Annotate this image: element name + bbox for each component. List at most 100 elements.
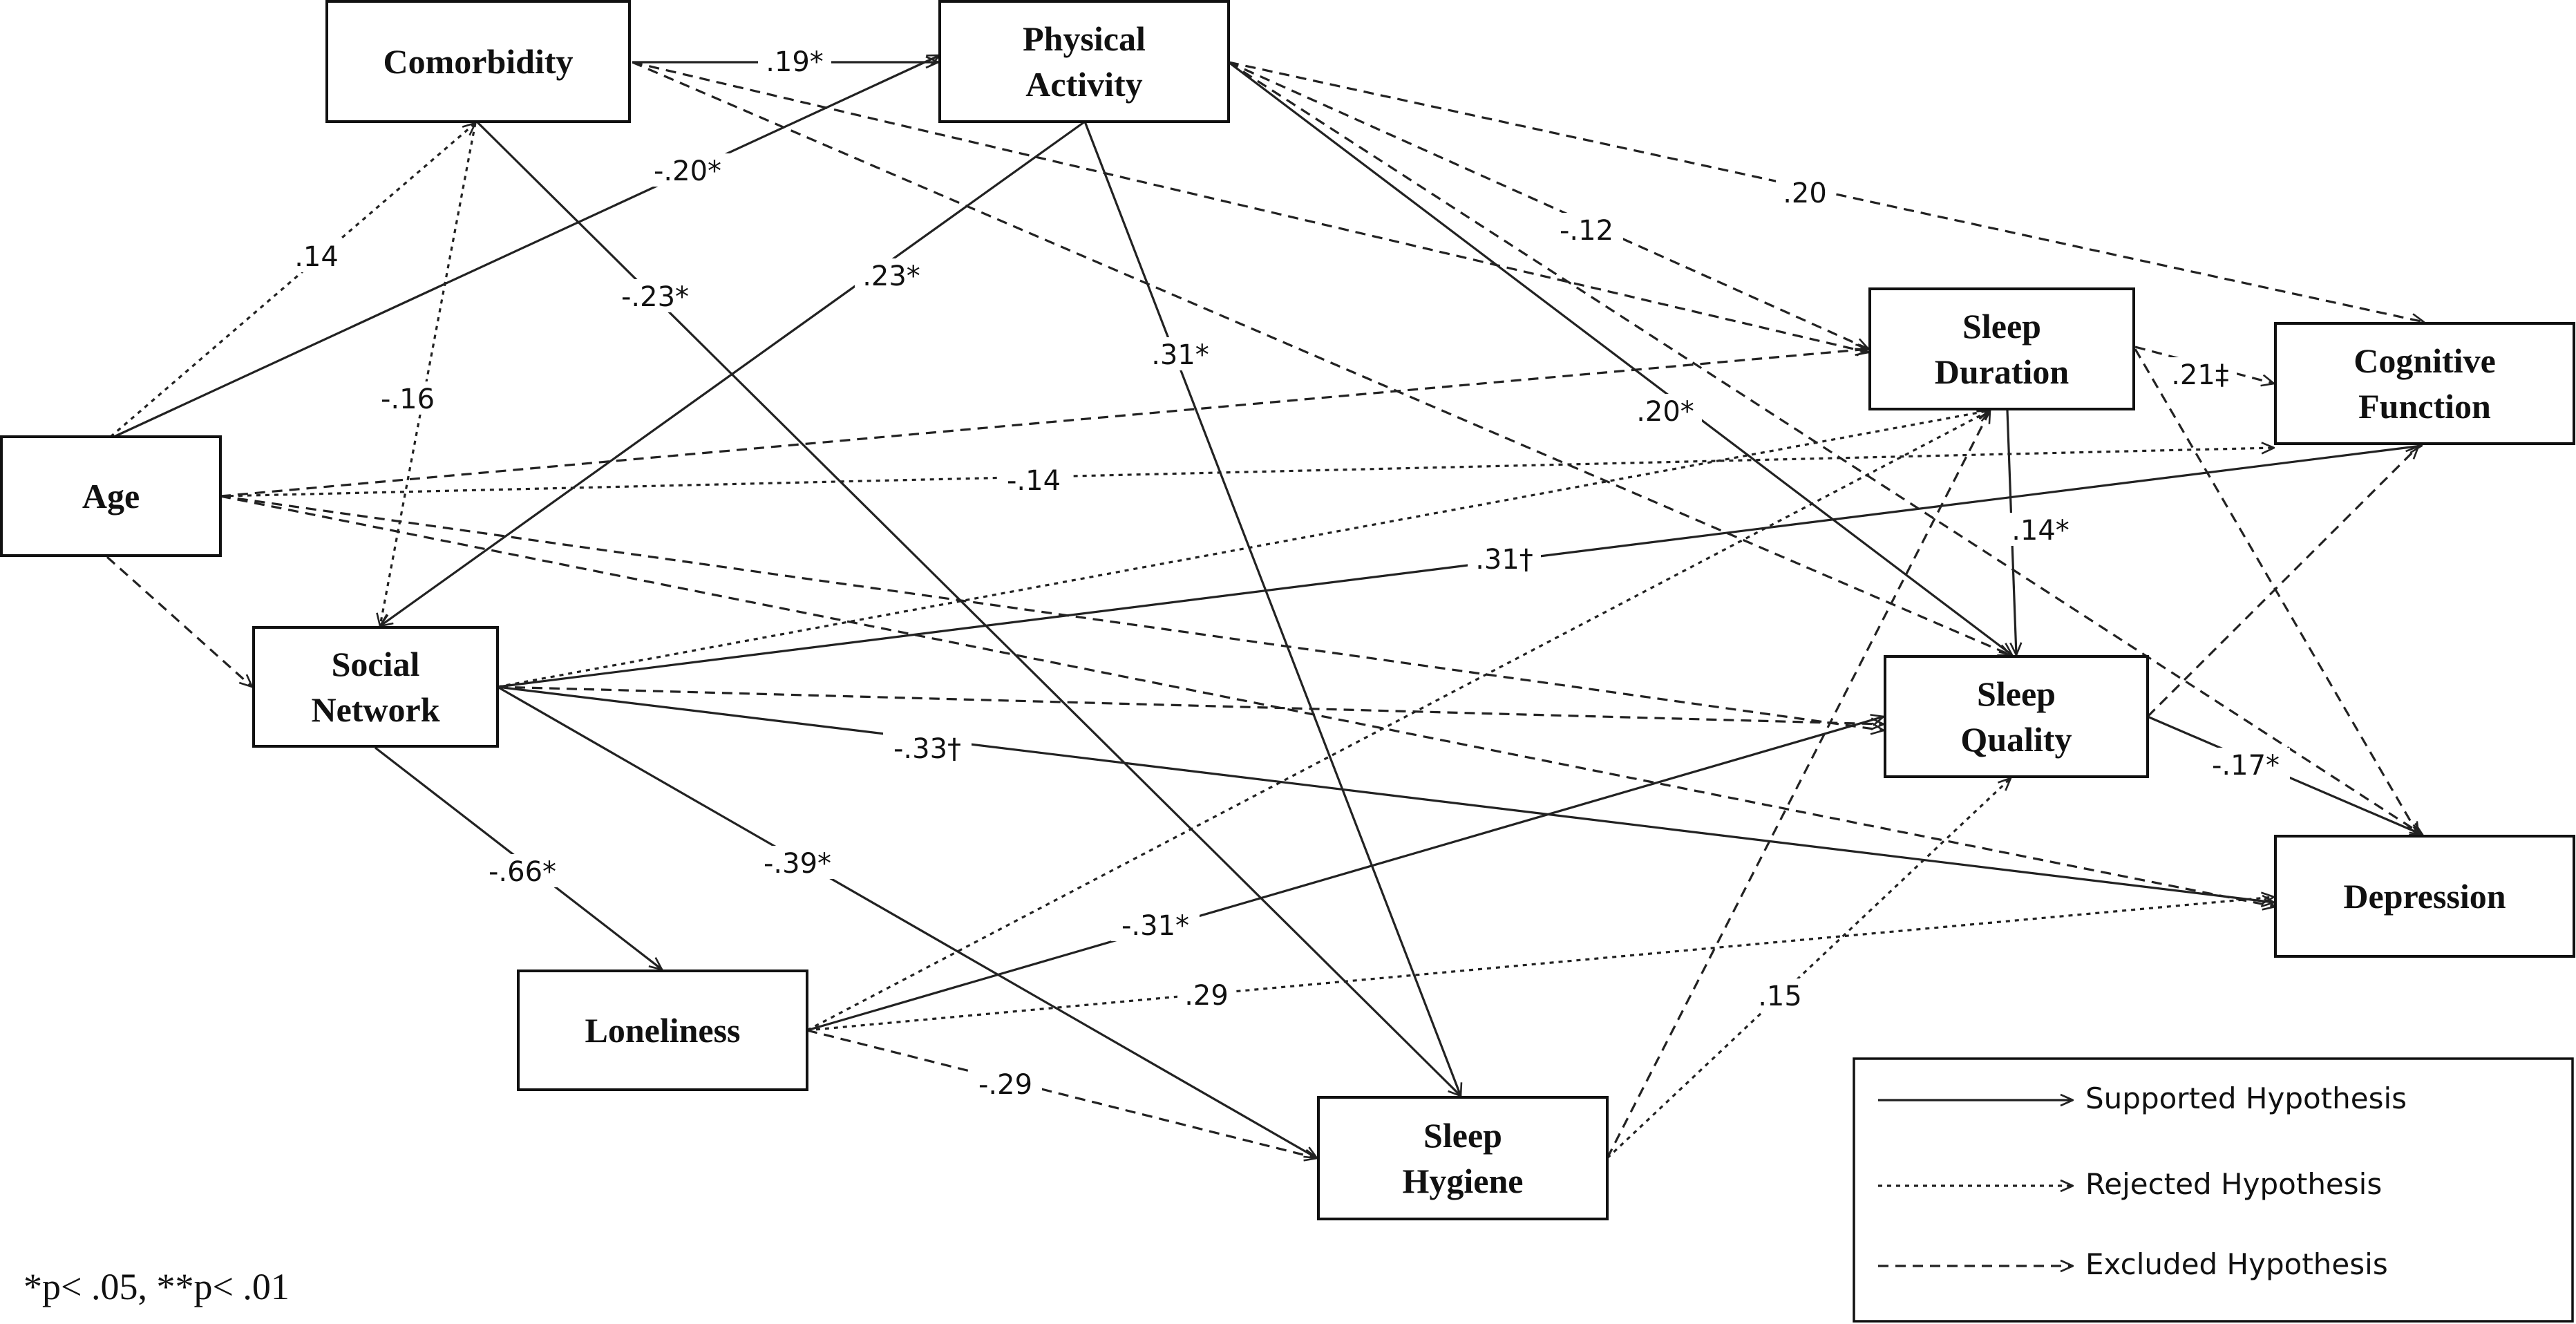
edge-label-bg	[2163, 357, 2237, 390]
node-depression: Depression	[2274, 835, 2575, 958]
edge-sleep-duration-to-depression	[2134, 348, 2418, 835]
edge-label-bg	[883, 731, 972, 764]
edges-layer	[106, 54, 2424, 1160]
legend-label-rejected: Rejected Hypothesis	[2085, 1167, 2382, 1201]
edge-label-social-network-to-sleep-hygiene: -.39*	[764, 848, 831, 880]
edge-label-bg	[1776, 176, 1834, 209]
node-age: Age	[0, 435, 222, 557]
edge-label-comorbidity-to-physical-activity: .19*	[766, 46, 824, 78]
edge-social-network-to-sleep-duration	[497, 410, 1990, 688]
edge-physical-activity-to-sleep-duration	[1228, 61, 1868, 350]
edge-label-sleep-duration-to-cognitive-function: .21‡	[2171, 359, 2229, 391]
edge-label-sleep-hygiene-to-sleep-quality: .15	[1758, 981, 1802, 1012]
edge-age-to-cognitive-function	[220, 448, 2274, 498]
edge-age-to-physical-activity	[113, 54, 940, 438]
edge-label-bg	[1550, 213, 1623, 246]
edge-age-to-sleep-quality	[220, 495, 1884, 730]
node-box-depression	[2274, 835, 2575, 958]
node-box-physical-activity	[938, 0, 1230, 123]
edge-loneliness-to-sleep-duration	[806, 410, 1990, 1032]
node-label-sleep-quality: Quality	[1960, 720, 2072, 759]
edge-age-to-depression	[220, 495, 2275, 907]
edge-label-comorbidity-to-social-network: -.16	[381, 384, 435, 415]
node-label-sleep-hygiene: Hygiene	[1403, 1162, 1524, 1200]
footnote-layer: *p< .05, **p< .01	[23, 1266, 290, 1307]
node-label-social-network: Network	[311, 690, 439, 729]
nodes-layer: ComorbidityPhysicalActivityAgeSocialNetw…	[0, 0, 2575, 1220]
edge-social-network-to-sleep-hygiene	[497, 685, 1317, 1158]
edge-loneliness-to-depression	[806, 897, 2274, 1032]
edge-sleep-quality-to-cognitive-function	[2146, 446, 2418, 718]
legend-frame	[1853, 1057, 2574, 1323]
node-label-cognitive-function: Function	[2358, 387, 2491, 426]
edge-label-loneliness-to-depression: .29	[1184, 980, 1229, 1012]
node-label-depression: Depression	[2343, 877, 2506, 916]
edge-label-bg	[969, 1067, 1042, 1100]
node-box-social-network	[252, 626, 499, 748]
node-loneliness: Loneliness	[517, 970, 808, 1091]
edge-sleep-hygiene-to-sleep-duration	[1606, 410, 1990, 1159]
node-label-cognitive-function: Cognitive	[2354, 341, 2496, 380]
edge-label-physical-activity-to-cognitive-function: .20	[1783, 178, 1827, 209]
edge-label-bg	[2201, 748, 2290, 781]
node-box-sleep-hygiene	[1317, 1096, 1609, 1220]
edge-label-bg	[758, 44, 831, 77]
edge-label-bg	[1111, 908, 1200, 941]
edge-label-bg	[478, 854, 567, 887]
edge-label-bg	[1144, 337, 1217, 370]
edge-label-age-to-physical-activity: -.20*	[654, 155, 721, 187]
edge-label-bg	[855, 258, 928, 292]
edge-social-network-to-depression	[497, 685, 2274, 902]
node-box-cognitive-function	[2274, 322, 2575, 445]
node-label-physical-activity: Activity	[1025, 65, 1142, 104]
node-label-loneliness: Loneliness	[585, 1011, 740, 1050]
edge-comorbidity-to-social-network	[380, 122, 477, 626]
edge-label-social-network-to-loneliness: -.66*	[489, 856, 556, 888]
node-label-social-network: Social	[332, 645, 420, 683]
edge-social-network-to-sleep-quality	[497, 685, 1884, 724]
edge-label-comorbidity-to-sleep-hygiene: -.23*	[621, 281, 689, 313]
edge-label-bg	[753, 846, 842, 879]
edge-label-physical-activity-to-sleep-duration: -.12	[1560, 215, 1613, 247]
edge-physical-activity-to-sleep-hygiene	[1083, 121, 1461, 1096]
legend-label-excluded: Excluded Hypothesis	[2085, 1247, 2388, 1281]
edge-label-age-to-comorbidity: .14	[294, 241, 339, 273]
node-label-sleep-hygiene: Sleep	[1423, 1116, 1502, 1155]
edge-label-sleep-quality-to-depression: -.17*	[2212, 750, 2280, 782]
edge-label-physical-activity-to-sleep-quality: .20*	[1636, 396, 1694, 428]
edge-label-bg	[997, 463, 1070, 496]
edge-label-sleep-duration-to-sleep-quality: .14*	[2011, 515, 2070, 547]
edge-physical-activity-to-social-network	[380, 120, 1086, 626]
node-label-age: Age	[82, 477, 140, 516]
edge-comorbidity-to-sleep-duration	[632, 61, 1868, 352]
node-label-sleep-duration: Sleep	[1962, 307, 2041, 346]
significance-footnote: *p< .05, **p< .01	[23, 1266, 290, 1307]
node-box-comorbidity	[325, 0, 631, 123]
edge-comorbidity-to-sleep-hygiene	[475, 120, 1461, 1096]
edge-label-age-to-cognitive-function: -.14	[1007, 465, 1061, 497]
edge-age-to-social-network	[106, 556, 252, 687]
node-label-physical-activity: Physical	[1023, 19, 1146, 58]
edge-label-physical-activity-to-sleep-hygiene: .31*	[1151, 339, 1209, 371]
edge-label-bg	[1177, 978, 1235, 1011]
edge-label-social-network-to-cognitive-function: .31†	[1475, 544, 1533, 576]
edge-social-network-to-cognitive-function	[497, 446, 2422, 688]
edge-label-physical-activity-to-social-network: .23*	[862, 261, 920, 292]
legend-label-supported: Supported Hypothesis	[2085, 1081, 2407, 1115]
edge-label-bg	[2004, 513, 2077, 546]
edge-label-bg	[1629, 394, 1702, 427]
edge-sleep-hygiene-to-sleep-quality	[1606, 778, 2011, 1160]
edge-labels-layer: .19* -.20* .14 -.16 -.23* .23* .31* .20* -.12 .20…	[287, 44, 2290, 1101]
node-label-sleep-duration: Duration	[1935, 352, 2070, 391]
edge-physical-activity-to-sleep-quality	[1228, 61, 2012, 655]
edge-label-loneliness-to-sleep-quality: -.31*	[1121, 910, 1189, 942]
edge-label-bg	[643, 153, 732, 187]
